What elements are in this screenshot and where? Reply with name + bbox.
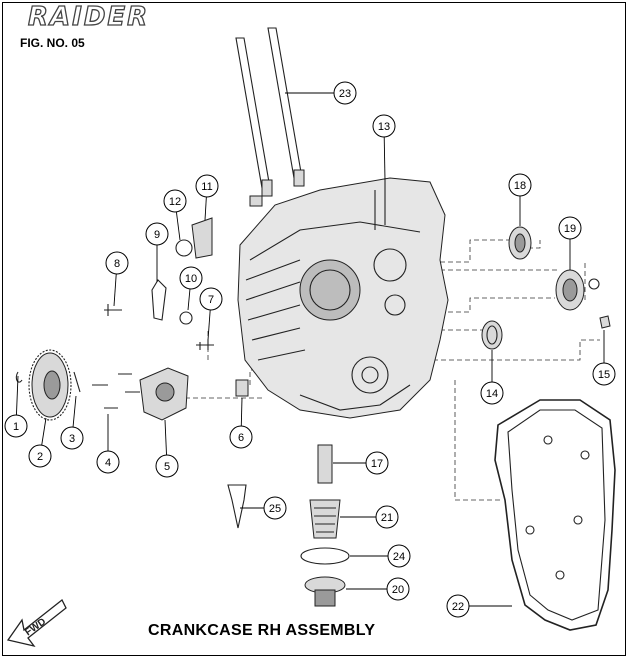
callout-7: 7 <box>199 287 223 341</box>
callout-circle-13 <box>372 114 396 138</box>
gear-assembly <box>15 349 81 421</box>
callout-number-25: 25 <box>269 503 281 515</box>
callout-number-1: 1 <box>13 421 19 433</box>
callout-circle-10 <box>179 266 203 290</box>
callout-14: 14 <box>480 350 504 405</box>
callout-8: 8 <box>105 251 129 307</box>
callout-number-2: 2 <box>37 451 43 463</box>
callout-circle-12 <box>163 189 187 213</box>
crankcase-body <box>237 177 449 419</box>
callout-3: 3 <box>60 395 84 450</box>
callout-1: 1 <box>4 375 28 438</box>
crankcase-gasket <box>494 399 616 631</box>
callout-number-4: 4 <box>105 457 111 469</box>
callout-number-7: 7 <box>208 294 214 306</box>
pushrods <box>235 27 305 197</box>
filter-parts <box>227 444 350 607</box>
callout-circle-14 <box>480 381 504 405</box>
callout-circle-18 <box>508 173 532 197</box>
callout-circle-4 <box>96 450 120 474</box>
callout-number-12: 12 <box>169 196 181 208</box>
callout-number-24: 24 <box>393 551 405 563</box>
callout-12: 12 <box>163 189 187 241</box>
callout-circle-1 <box>4 414 28 438</box>
callout-number-6: 6 <box>238 432 244 444</box>
bearings <box>508 226 611 329</box>
callout-circle-24 <box>387 544 411 568</box>
callout-6: 6 <box>229 397 253 449</box>
callout-11: 11 <box>195 174 219 221</box>
callout-circle-11 <box>195 174 219 198</box>
callout-circle-17 <box>365 451 389 475</box>
callout-number-19: 19 <box>564 223 576 235</box>
callout-9: 9 <box>145 222 169 282</box>
callout-19: 19 <box>558 216 582 270</box>
callout-number-18: 18 <box>514 180 526 192</box>
brand-logo: RAIDER <box>27 2 150 32</box>
callout-number-9: 9 <box>154 229 160 241</box>
callout-17: 17 <box>333 451 389 475</box>
callout-number-17: 17 <box>371 458 383 470</box>
callout-2: 2 <box>28 417 52 468</box>
callout-circle-22 <box>446 594 470 618</box>
callout-number-23: 23 <box>339 88 351 100</box>
callout-circle-7 <box>199 287 223 311</box>
callout-circle-8 <box>105 251 129 275</box>
callout-number-20: 20 <box>392 584 404 596</box>
callout-18: 18 <box>508 173 532 226</box>
callout-circle-6 <box>229 425 253 449</box>
diagram-title: CRANKCASE RH ASSEMBLY <box>148 622 376 639</box>
callout-25: 25 <box>240 496 287 520</box>
callout-21: 21 <box>340 505 399 529</box>
callout-number-13: 13 <box>378 121 390 133</box>
callout-22: 22 <box>446 594 512 618</box>
callout-number-21: 21 <box>381 512 393 524</box>
dowel-pin <box>235 379 249 397</box>
callout-23: 23 <box>285 81 357 105</box>
callout-24: 24 <box>350 544 411 568</box>
callout-circle-19 <box>558 216 582 240</box>
callout-number-15: 15 <box>598 369 610 381</box>
callout-number-22: 22 <box>452 601 464 613</box>
callout-circle-25 <box>263 496 287 520</box>
callout-number-10: 10 <box>185 273 197 285</box>
callout-20: 20 <box>346 577 410 601</box>
callout-number-8: 8 <box>114 258 120 270</box>
callout-circle-23 <box>333 81 357 105</box>
callout-10: 10 <box>179 266 203 311</box>
oil-pump <box>92 367 189 421</box>
callout-circle-2 <box>28 444 52 468</box>
small-parts-left <box>104 217 214 350</box>
callout-number-3: 3 <box>69 433 75 445</box>
forward-arrow: FWD <box>6 598 67 648</box>
callout-13: 13 <box>372 114 396 181</box>
callout-circle-21 <box>375 505 399 529</box>
oil-seal <box>481 320 503 350</box>
callout-4: 4 <box>96 414 120 474</box>
callout-circle-20 <box>386 577 410 601</box>
callout-number-11: 11 <box>201 181 212 193</box>
callout-15: 15 <box>592 330 616 386</box>
callout-circle-15 <box>592 362 616 386</box>
figure-number: FIG. NO. 05 <box>20 36 85 50</box>
callout-circle-5 <box>155 454 179 478</box>
callout-5: 5 <box>155 419 179 478</box>
callout-number-14: 14 <box>486 388 498 400</box>
callout-number-5: 5 <box>164 461 170 473</box>
callout-circle-9 <box>145 222 169 246</box>
callout-circle-3 <box>60 426 84 450</box>
